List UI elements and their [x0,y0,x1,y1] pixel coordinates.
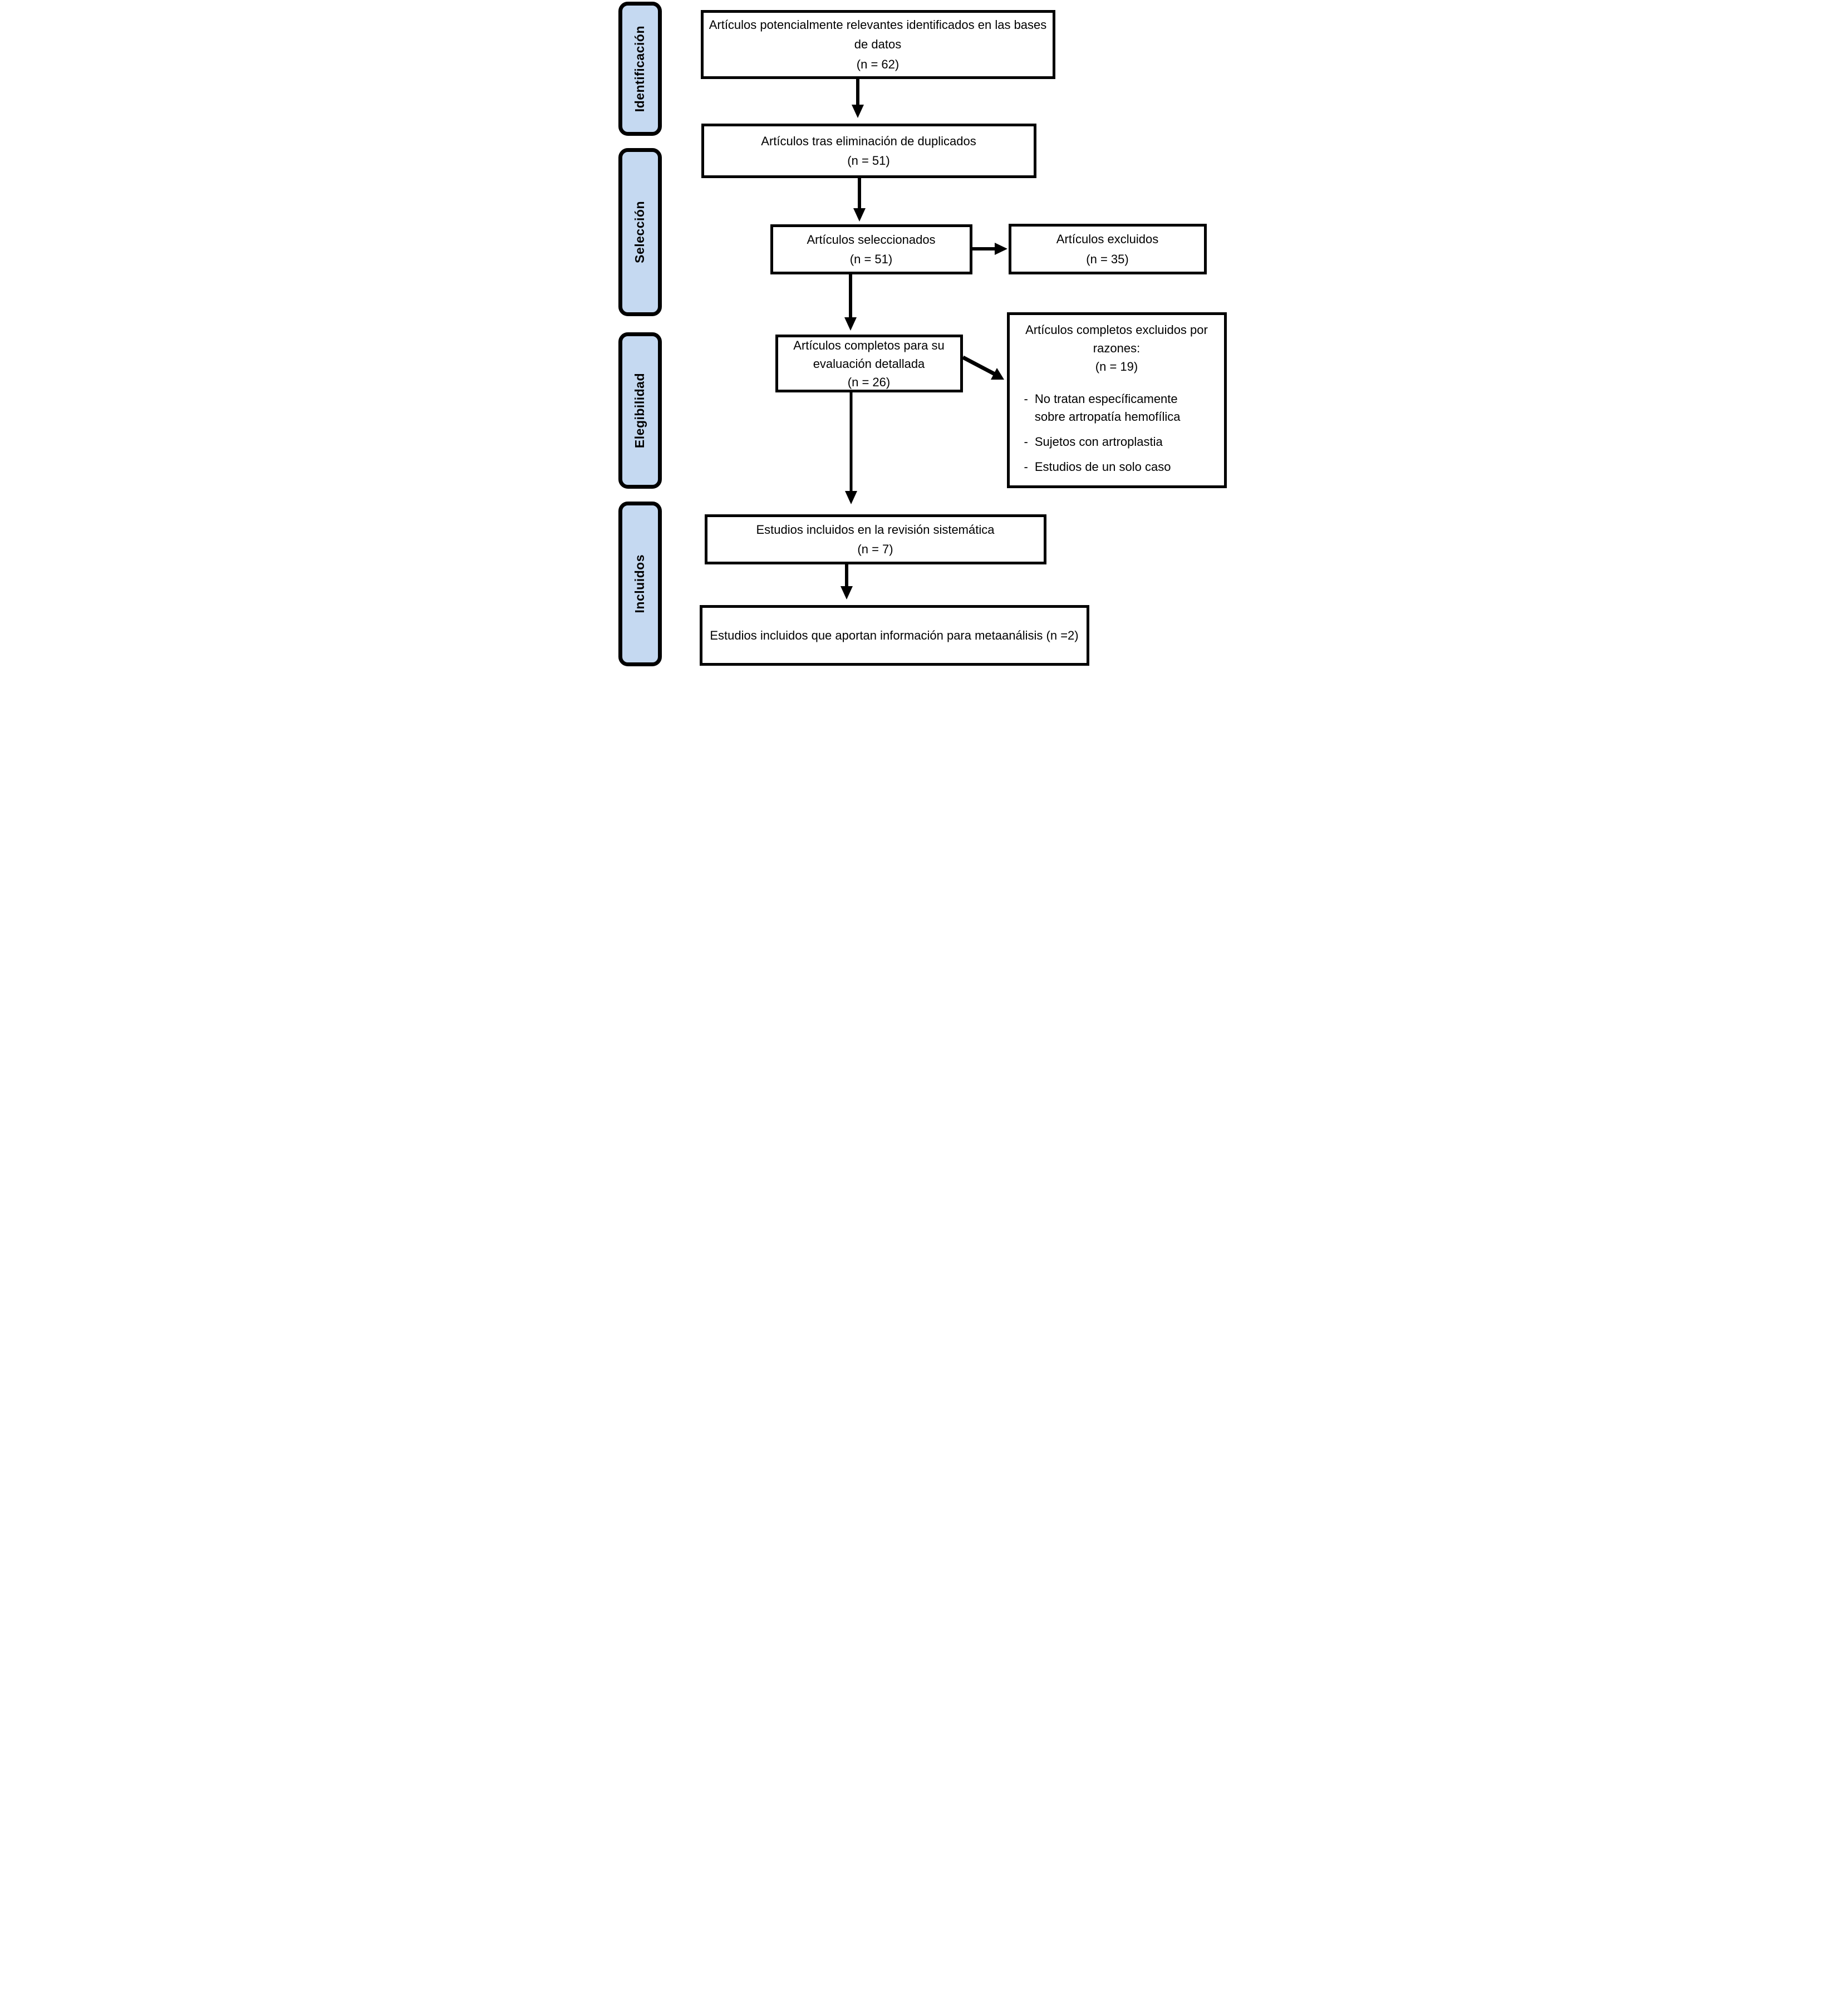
box-screened-text: Artículos seleccionados [807,232,936,247]
arrow-screened-to-fulltext [844,274,857,331]
box-screened: Artículos seleccionados (n = 51) [770,224,972,274]
bullet-dash: - [1024,459,1028,474]
arrow-deduplicated-to-screened [853,178,866,222]
box-excluded-text: Artículos excluidos [1056,232,1159,247]
arrow-fulltext-to-included-review [844,392,857,504]
box-fulltext-text: Artículos completos para su evaluación d… [793,338,945,371]
exclusion-reason-text: No tratan específicamente sobre artropat… [1034,392,1181,424]
bullet-dash: - [1024,434,1028,449]
stage-identificacion-label: Identificación [632,25,647,112]
exclusion-reason-text: Sujetos con artroplastia [1034,434,1163,449]
box-included-meta-sentence: Estudios incluidos que aportan informaci… [710,628,1043,642]
box-excluded-count: (n = 35) [1086,252,1129,266]
exclusion-reason-item: - No tratan específicamente sobre artrop… [1024,390,1217,426]
box-excluded: Artículos excluidos (n = 35) [1008,224,1207,274]
reasons-count: (n = 19) [1095,360,1138,374]
exclusion-reason-list: - No tratan específicamente sobre artrop… [1016,390,1217,483]
stage-incluidos: Incluidos [618,502,662,666]
box-deduplicated-count: (n = 51) [847,154,890,168]
box-screened-count: (n = 51) [849,252,893,266]
stage-incluidos-label: Incluidos [632,554,647,613]
arrow-fulltext-to-reasons [961,355,1004,380]
box-included-meta-text: Estudios incluidos que aportan informaci… [708,626,1081,645]
box-included-meta: Estudios incluidos que aportan informaci… [699,605,1089,666]
box-fulltext: Artículos completos para su evaluación d… [775,335,963,392]
stage-elegibilidad-label: Elegibilidad [632,372,647,449]
box-fulltext-excluded-reasons: Artículos completos excluidos por razone… [1006,312,1227,488]
exclusion-reason-item: - Estudios de un solo caso [1024,458,1217,476]
stage-identificacion: Identificación [618,2,662,136]
arrow-included-review-to-meta [840,564,853,599]
stage-elegibilidad: Elegibilidad [618,332,662,489]
box-included-review: Estudios incluidos en la revisión sistem… [704,514,1046,564]
box-included-meta-count: (n =2) [1046,628,1079,642]
arrow-identified-to-deduplicated [851,79,864,118]
bullet-dash: - [1024,392,1028,406]
prisma-flow-diagram: Identificación Selección Elegibilidad In… [616,0,1232,669]
reasons-title: Artículos completos excluidos por razone… [1025,323,1208,355]
arrow-screened-to-excluded [972,243,1007,255]
box-deduplicated-text: Artículos tras eliminación de duplicados [761,134,976,148]
box-fulltext-count: (n = 26) [847,375,891,389]
box-deduplicated: Artículos tras eliminación de duplicados… [701,124,1036,178]
exclusion-reason-item: - Sujetos con artroplastia [1024,433,1217,451]
box-included-review-text: Estudios incluidos en la revisión sistem… [756,522,995,537]
box-identified-text: Artículos potencialmente relevantes iden… [709,18,1047,52]
exclusion-reason-text: Estudios de un solo caso [1034,459,1171,474]
box-included-review-count: (n = 7) [857,542,893,556]
stage-seleccion: Selección [618,148,662,316]
stage-seleccion-label: Selección [632,201,647,263]
box-identified: Artículos potencialmente relevantes iden… [700,10,1055,79]
box-identified-count: (n = 62) [856,57,900,71]
